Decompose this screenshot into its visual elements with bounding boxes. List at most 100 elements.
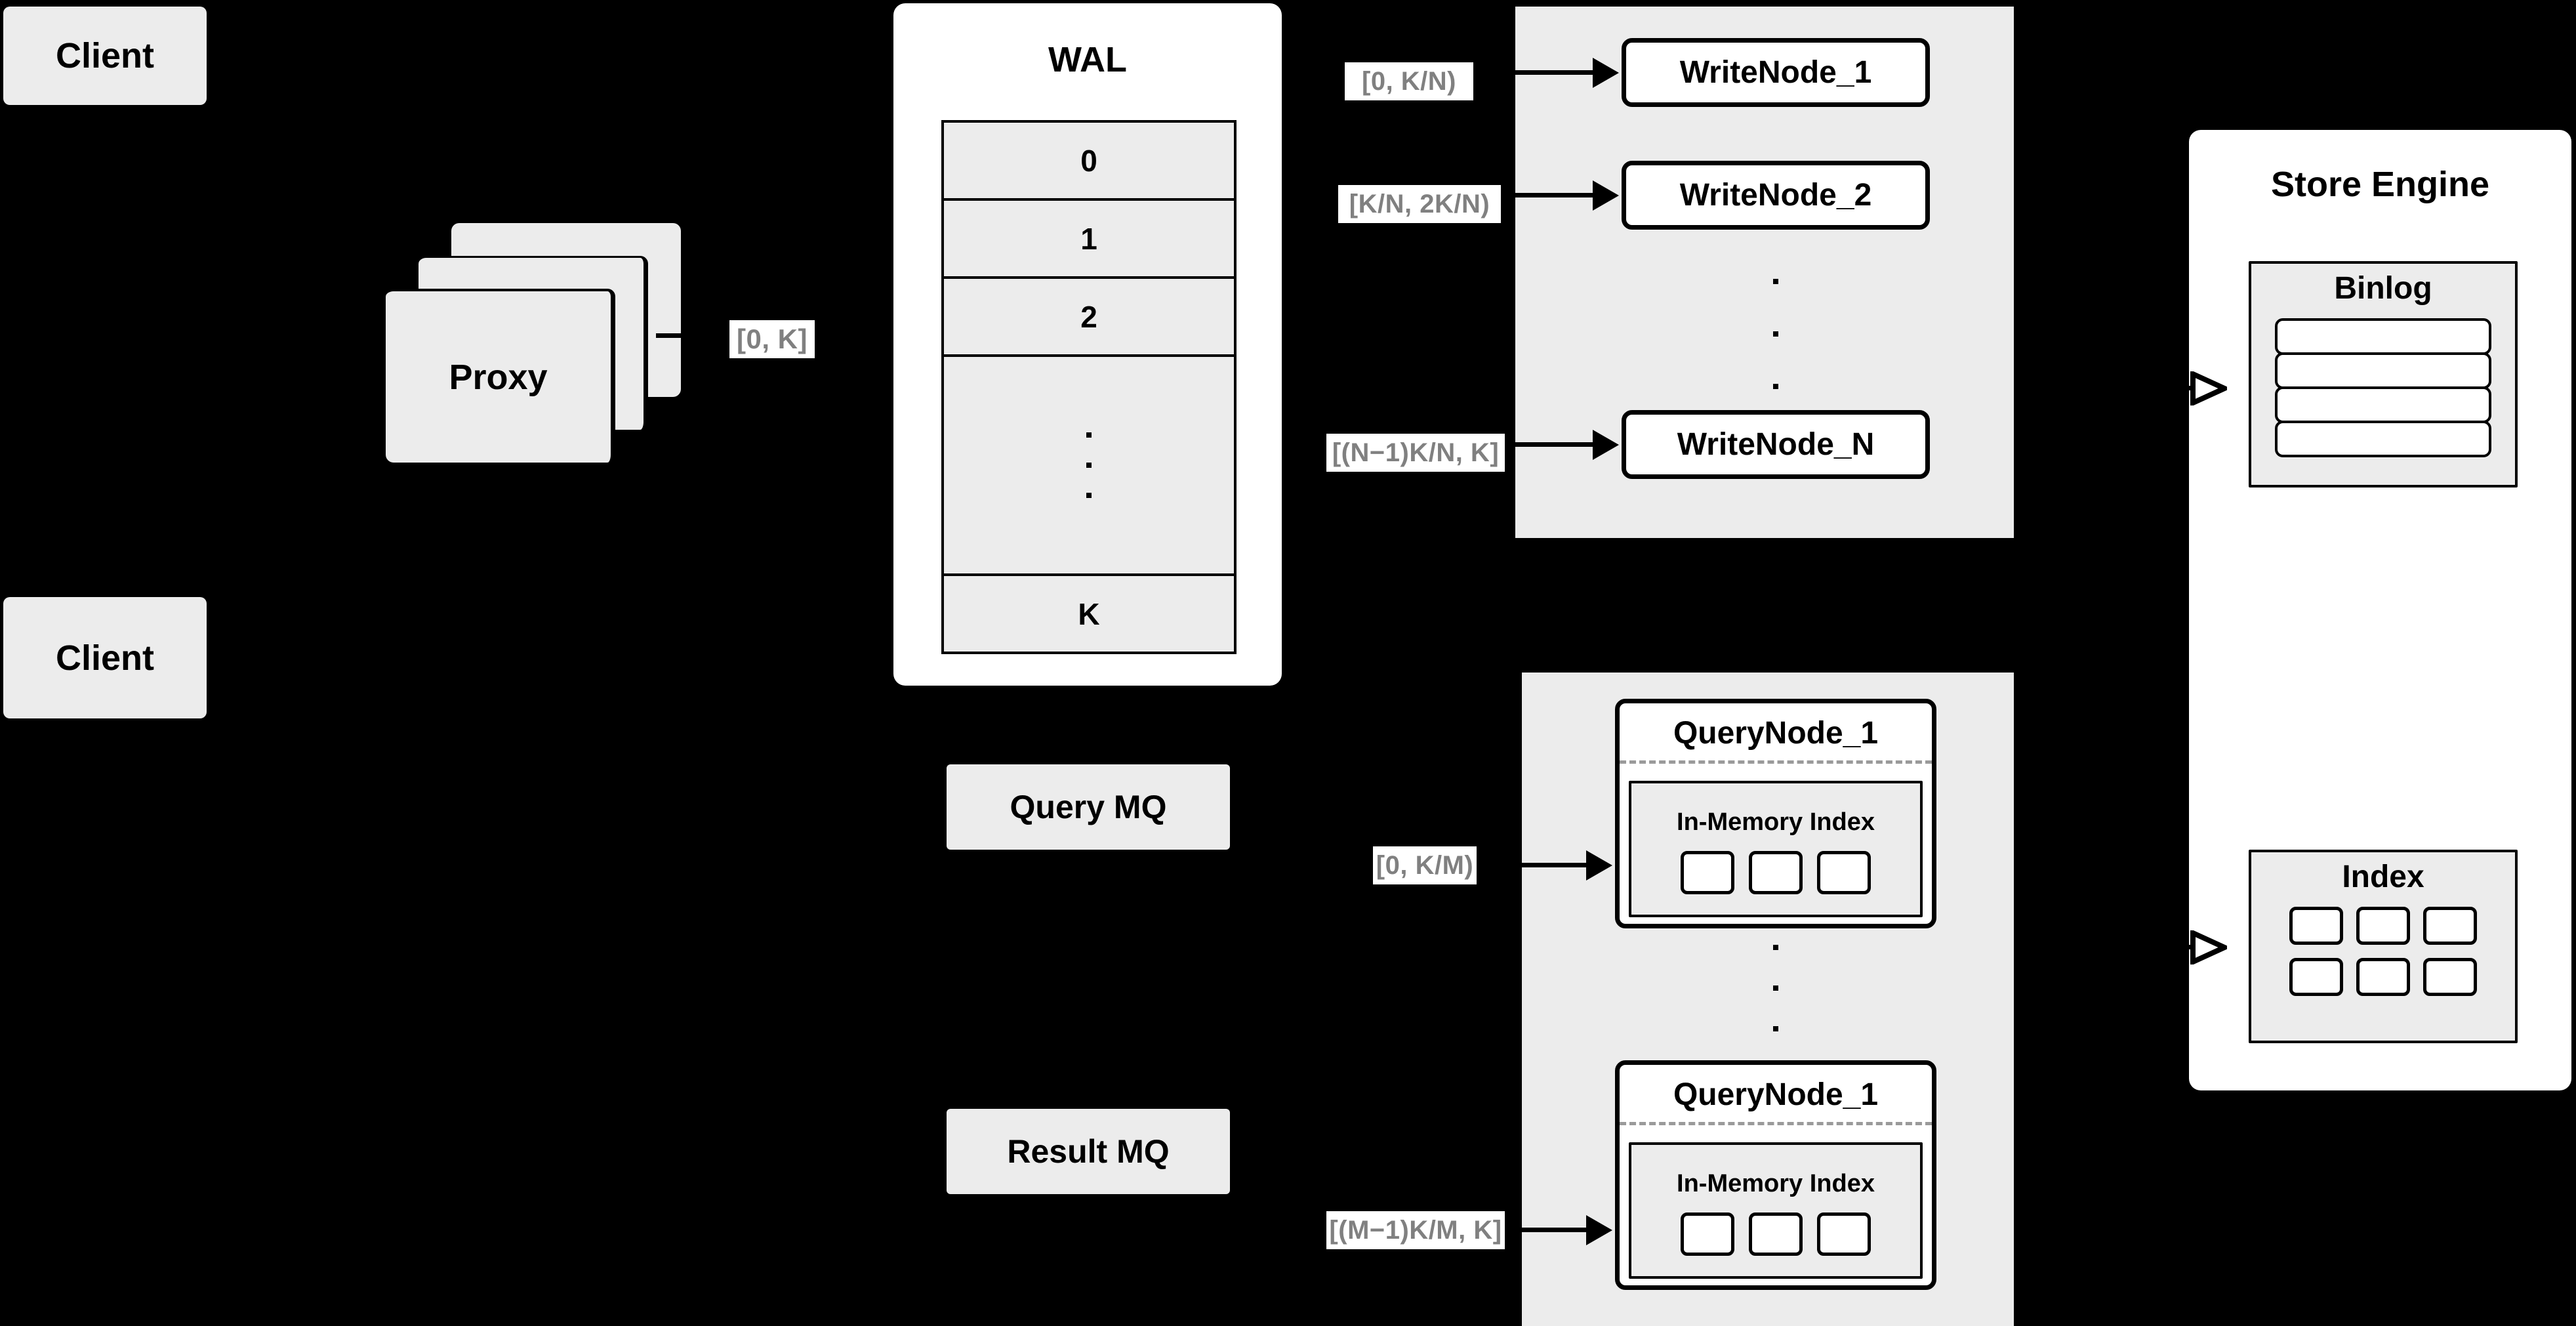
- store-engine-title: Store Engine: [2270, 165, 2490, 204]
- binlog-title: Binlog: [2334, 271, 2432, 306]
- index-title: Index: [2342, 860, 2424, 894]
- index-cell[interactable]: [1817, 850, 1871, 894]
- wal-row-label: 2: [1080, 299, 1097, 334]
- query-node-1[interactable]: QueryNode_1 In-Memory Index: [1615, 699, 1936, 928]
- query-mq-box[interactable]: Query MQ: [947, 764, 1230, 850]
- query-node-1-range-label: [0, K/M): [1373, 846, 1477, 884]
- result-mq-label: Result MQ: [1007, 1133, 1170, 1170]
- in-memory-index-title: In-Memory Index: [1677, 1169, 1875, 1197]
- write-node-n-range-label: [(N−1)K/N, K]: [1326, 434, 1505, 472]
- wal-row-list: 0 1 2 K: [941, 120, 1237, 654]
- in-memory-index-cells: [1681, 1212, 1871, 1256]
- index-cell-grid: [2289, 907, 2477, 996]
- client-label: Client: [55, 638, 154, 678]
- write-node-label: WriteNode_1: [1679, 55, 1872, 90]
- wal-row[interactable]: 1: [941, 198, 1237, 279]
- write-node-2-arrow-head: [1593, 180, 1619, 211]
- range-text: [(N−1)K/N, K]: [1332, 438, 1500, 467]
- write-node-1-arrow-head: [1593, 58, 1619, 88]
- write-node-label: WriteNode_N: [1677, 427, 1875, 462]
- query-node-divider: [1620, 1122, 1932, 1125]
- query-node-1-arrow-head: [1586, 850, 1612, 881]
- query-node-2-arrow-line: [1522, 1228, 1587, 1232]
- write-node-1-range-label: [0, K/N): [1345, 62, 1473, 100]
- index-cell[interactable]: [2289, 907, 2343, 945]
- index-panel: Index: [2249, 850, 2518, 1043]
- index-cell[interactable]: [2356, 958, 2410, 996]
- proxy-range-label: [0, K]: [729, 320, 815, 358]
- wal-row-label: K: [1078, 596, 1100, 631]
- range-text: [0, K/M): [1376, 850, 1474, 880]
- proxy-connector-stub: [656, 333, 687, 338]
- ellipsis-dot: [1773, 331, 1778, 337]
- write-node-n-arrow-line: [1515, 442, 1594, 447]
- write-node-2-range-label: [K/N, 2K/N): [1338, 185, 1501, 223]
- binlog-row[interactable]: [2275, 318, 2491, 355]
- index-cell[interactable]: [2289, 958, 2343, 996]
- index-cell[interactable]: [1681, 1212, 1734, 1256]
- ellipsis-dot: [1773, 945, 1778, 950]
- index-cell[interactable]: [1749, 1212, 1803, 1256]
- write-node-2[interactable]: WriteNode_2: [1622, 161, 1930, 230]
- wal-row-label: 0: [1080, 143, 1097, 178]
- binlog-arrow-head-icon: [2190, 371, 2227, 405]
- ellipsis-dot: [1086, 463, 1092, 468]
- query-node-ellipsis: [1773, 945, 1778, 1031]
- binlog-arrow-line: [2155, 386, 2193, 390]
- wal-row-ellipsis: [941, 354, 1237, 576]
- ellipsis-dot: [1086, 493, 1092, 498]
- ellipsis-dot: [1773, 384, 1778, 389]
- query-mq-label: Query MQ: [1010, 789, 1167, 825]
- query-node-label: QueryNode_1: [1673, 1077, 1879, 1112]
- index-cell[interactable]: [2423, 958, 2477, 996]
- wal-row-label: 1: [1080, 221, 1097, 256]
- index-cell[interactable]: [2356, 907, 2410, 945]
- index-arrow-head-icon: [2190, 930, 2227, 964]
- ellipsis-dot: [1086, 432, 1092, 438]
- ellipsis-dot: [1773, 1026, 1778, 1031]
- index-arrow-line: [2155, 945, 2193, 949]
- range-text: [K/N, 2K/N): [1349, 189, 1490, 218]
- query-node-2[interactable]: QueryNode_1 In-Memory Index: [1615, 1060, 1936, 1290]
- range-text: [0, K/N): [1362, 66, 1456, 96]
- client-label: Client: [55, 36, 154, 75]
- in-memory-index-title: In-Memory Index: [1677, 808, 1875, 836]
- in-memory-index-box: In-Memory Index: [1629, 1142, 1923, 1279]
- query-node-label: QueryNode_1: [1673, 716, 1879, 751]
- index-cell[interactable]: [1817, 1212, 1871, 1256]
- write-node-1[interactable]: WriteNode_1: [1622, 38, 1930, 107]
- write-node-label: WriteNode_2: [1679, 178, 1872, 213]
- query-node-2-range-label: [(M−1)K/M, K]: [1326, 1211, 1505, 1249]
- range-text: [(M−1)K/M, K]: [1329, 1215, 1502, 1245]
- wal-row[interactable]: 2: [941, 276, 1237, 357]
- client-box-1[interactable]: Client: [3, 7, 207, 105]
- query-node-2-arrow-head: [1586, 1215, 1612, 1245]
- write-node-ellipsis: [1773, 279, 1778, 389]
- query-node-1-arrow-line: [1522, 863, 1587, 867]
- in-memory-index-cells: [1681, 850, 1871, 894]
- ellipsis-dot: [1773, 279, 1778, 284]
- result-mq-box[interactable]: Result MQ: [947, 1109, 1230, 1194]
- binlog-panel: Binlog: [2249, 261, 2518, 487]
- client-box-2[interactable]: Client: [3, 597, 207, 718]
- write-node-1-arrow-line: [1515, 70, 1594, 75]
- wal-title: WAL: [1048, 40, 1127, 79]
- proxy-card-front[interactable]: Proxy: [386, 289, 615, 463]
- write-node-n-arrow-head: [1593, 430, 1619, 460]
- index-cell[interactable]: [2423, 907, 2477, 945]
- write-node-2-arrow-line: [1515, 193, 1594, 197]
- in-memory-index-box: In-Memory Index: [1629, 781, 1923, 917]
- binlog-rows: [2275, 318, 2491, 457]
- proxy-label: Proxy: [449, 357, 548, 397]
- wal-row[interactable]: K: [941, 573, 1237, 654]
- binlog-row[interactable]: [2275, 352, 2491, 389]
- index-cell[interactable]: [1681, 850, 1734, 894]
- wal-row[interactable]: 0: [941, 120, 1237, 201]
- range-text: [0, K]: [737, 323, 808, 354]
- binlog-row[interactable]: [2275, 386, 2491, 423]
- binlog-row[interactable]: [2275, 421, 2491, 457]
- index-cell[interactable]: [1749, 850, 1803, 894]
- query-node-divider: [1620, 760, 1932, 764]
- ellipsis-dot: [1773, 985, 1778, 991]
- write-node-n[interactable]: WriteNode_N: [1622, 410, 1930, 479]
